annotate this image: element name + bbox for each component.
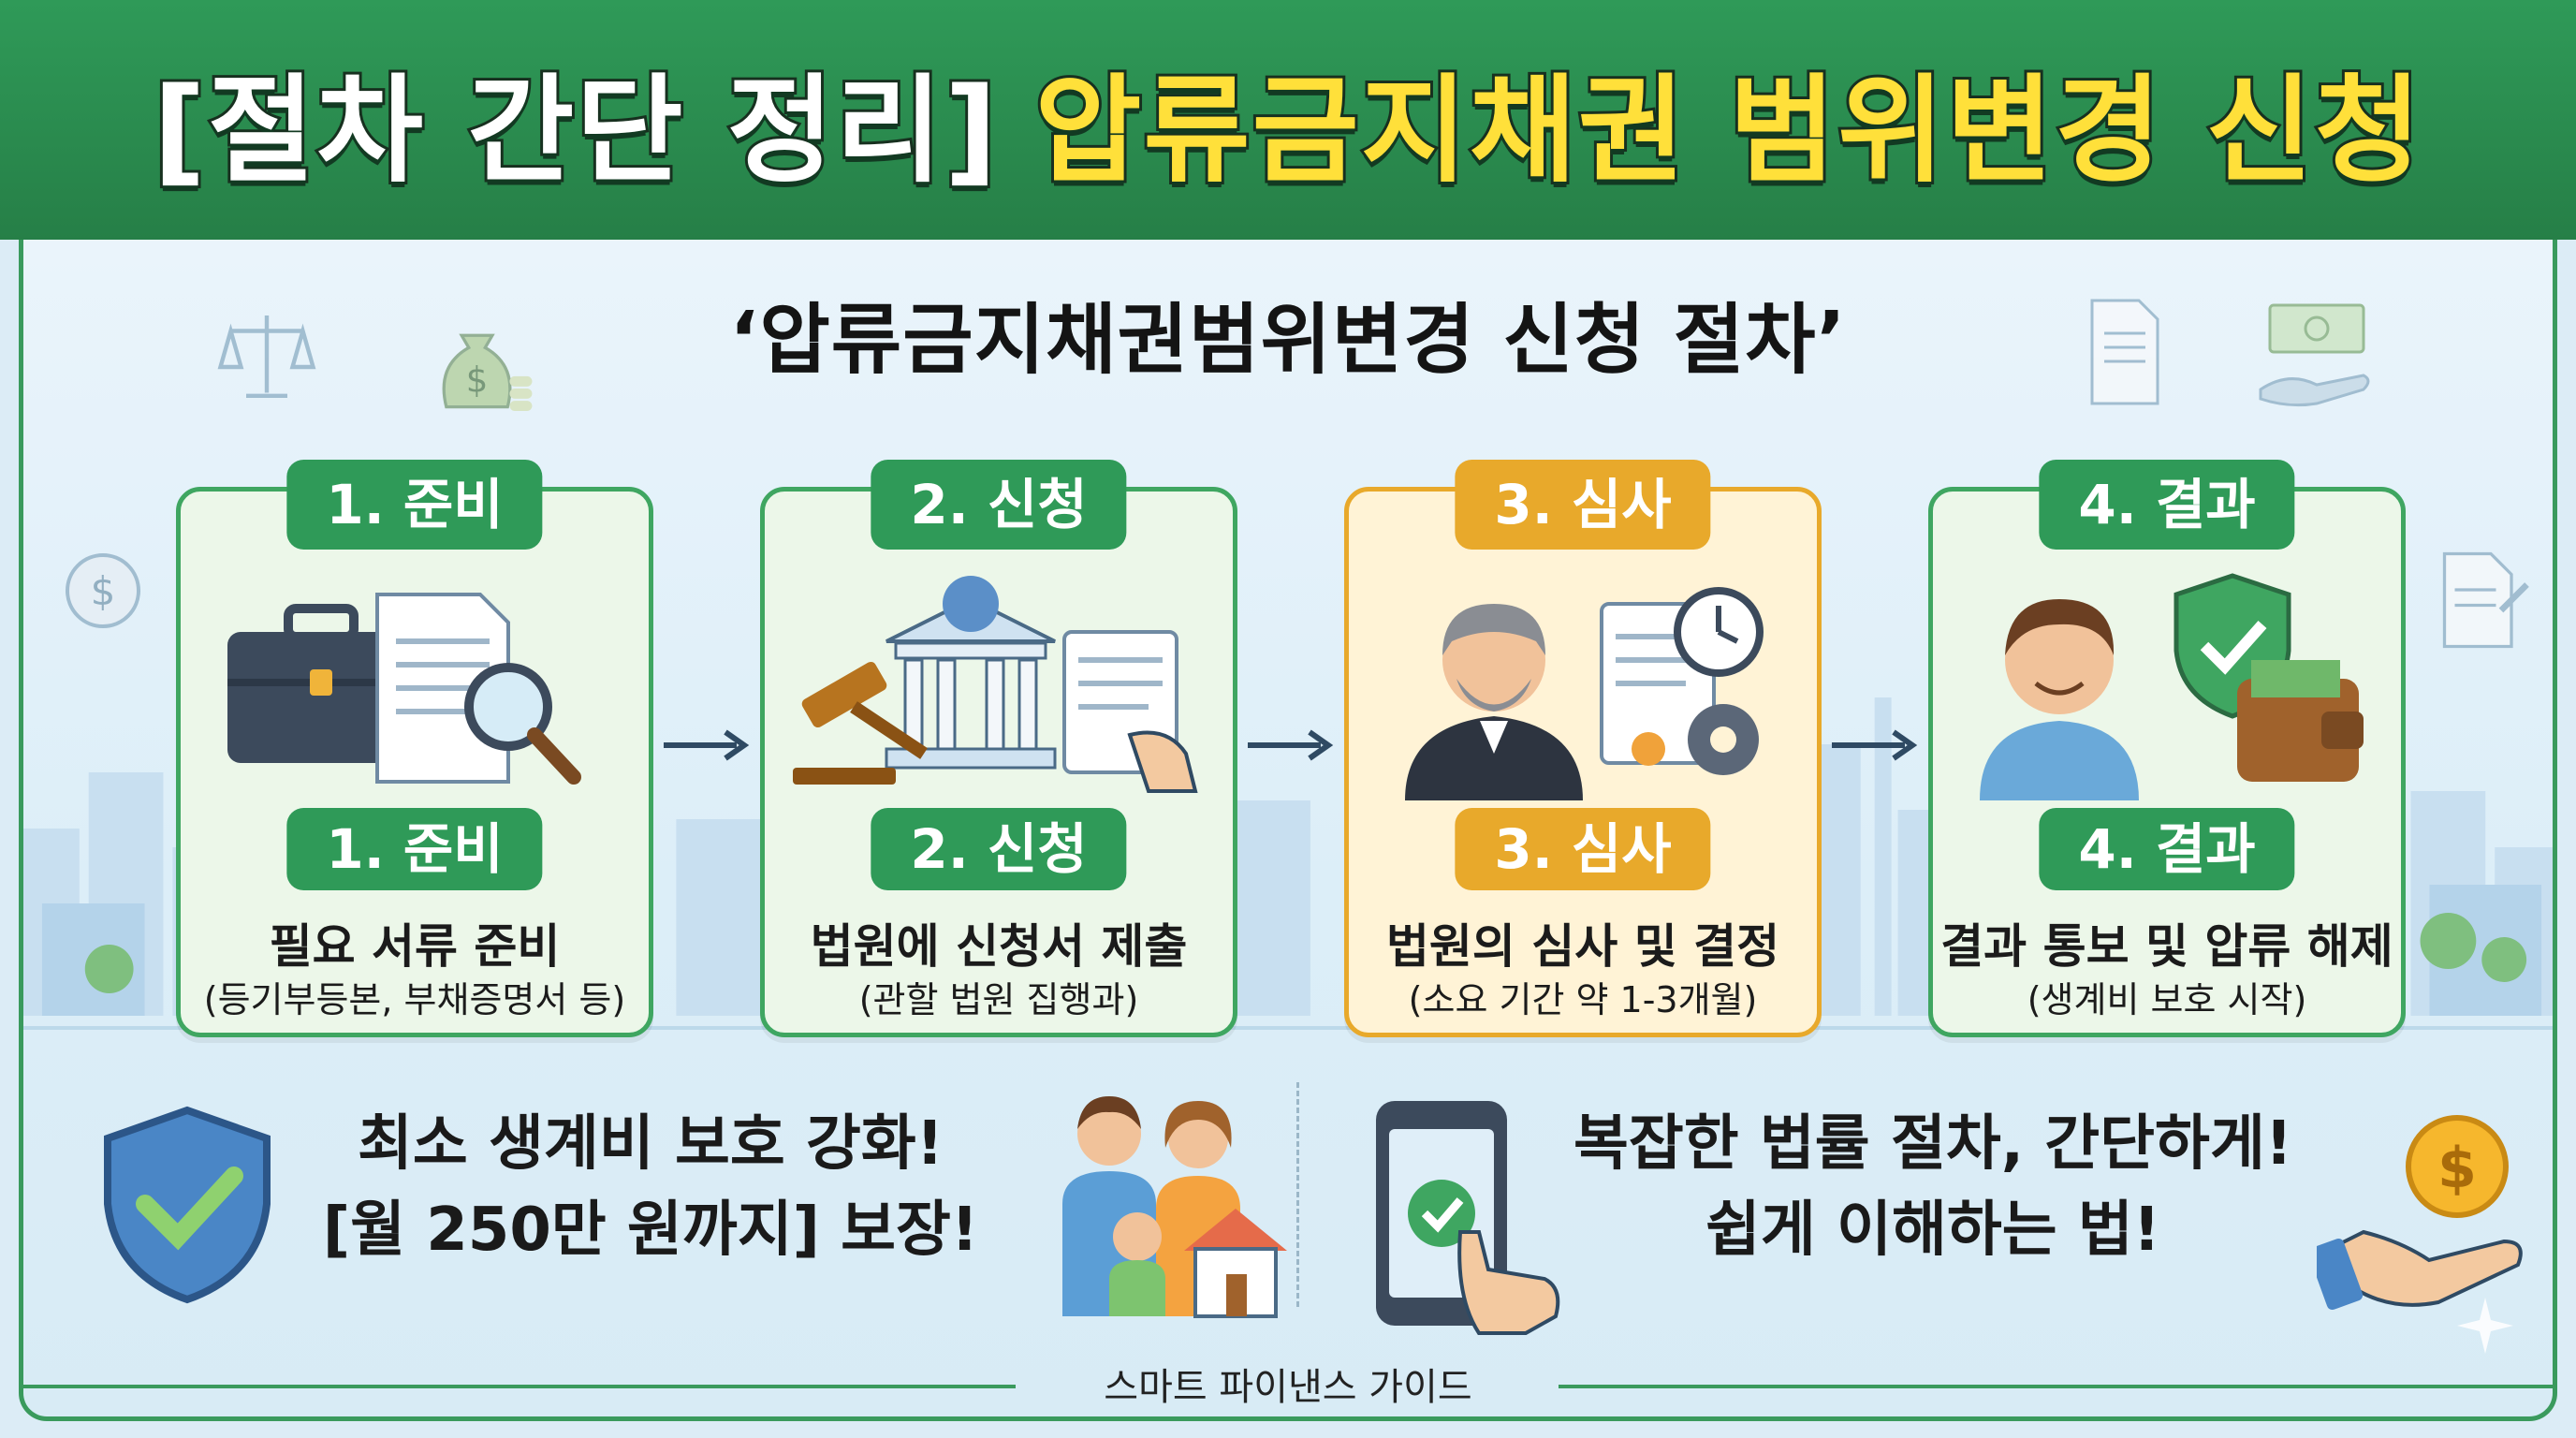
sparkle-icon xyxy=(2457,1298,2513,1354)
living-cost-protection-text: 최소 생계비 보호 강화! [월 250만 원까지] 보장! xyxy=(285,1101,1016,1273)
step-detail: (등기부등본, 부채증명서 등) xyxy=(203,979,626,1020)
svg-text:$: $ xyxy=(2437,1136,2477,1201)
step-card-review: 3. 심사 3. 심사 법원의 심사 및 결정 (소요 기간 약 1-3개월) xyxy=(1344,460,1822,1037)
judge-icon xyxy=(1405,587,1764,800)
step-card-prepare: 1. 준비 1. 준비 필요 서류 준비 (등기부등본, 부채증명서 등) xyxy=(176,460,653,1037)
cash-hand-icon xyxy=(2259,303,2370,407)
document-icon xyxy=(2090,299,2159,405)
content-frame: $ $ ‘압류금지채권범위변경 신청 절차’ 1. 준비 1. xyxy=(19,240,2557,1421)
person-icon xyxy=(1980,573,2364,800)
scale-icon xyxy=(217,315,316,398)
protection-line-2: [월 250만 원까지] 보장! xyxy=(322,1196,979,1265)
step-detail: (관할 법원 집행과) xyxy=(858,979,1139,1020)
step-tag-top: 1. 준비 xyxy=(286,460,543,550)
clock-icon xyxy=(1674,587,1764,677)
step-tag-top: 3. 심사 xyxy=(1455,460,1711,550)
protection-line-1: 최소 생계비 보호 강화! xyxy=(358,1109,944,1179)
header-title-bracket: [절차 간단 정리] xyxy=(150,61,1000,201)
shield-check-icon xyxy=(104,1106,271,1304)
process-subtitle: ‘압류금지채권범위변경 신청 절차’ xyxy=(729,296,1847,385)
svg-text:$: $ xyxy=(91,568,116,614)
step-title: 결과 통보 및 압류 해제 xyxy=(1940,919,2393,974)
gavel-icon xyxy=(793,661,928,785)
footer-line-left xyxy=(23,1385,1016,1388)
arrow-right-icon xyxy=(1832,729,1918,761)
easy-guide-line-2: 쉽게 이해하는 법! xyxy=(1705,1196,2160,1265)
house-icon xyxy=(1184,1209,1287,1318)
step-title: 법원에 신청서 제출 xyxy=(810,919,1188,974)
smartphone-icon xyxy=(1376,1101,1560,1335)
tap-hand-icon xyxy=(1457,1230,1560,1335)
city-skyline-background xyxy=(23,697,2553,1016)
gear-icon xyxy=(1632,704,1759,775)
step-card-result: 4. 결과 4. 결과 결과 통보 및 압류 해제 (생계비 보호 시작) xyxy=(1928,460,2406,1037)
section-divider xyxy=(1296,1082,1299,1307)
easy-guide-line-1: 복잡한 법률 절차, 간단하게! xyxy=(1573,1109,2293,1179)
step-tag-top: 2. 신청 xyxy=(871,460,1127,550)
step-tag-mid: 2. 신청 xyxy=(871,808,1127,890)
money-bag-icon: $ xyxy=(442,333,533,411)
step-title: 법원의 심사 및 결정 xyxy=(1385,919,1780,974)
wallet-icon xyxy=(2237,660,2364,782)
svg-text:$: $ xyxy=(466,360,489,400)
step-title: 필요 서류 준비 xyxy=(269,919,561,974)
step-card-apply: 2. 신청 2. 신청 법원에 신청서 제출 (관할 법원 집행과) xyxy=(760,460,1237,1037)
header-title-main: 압류금지채권 범위변경 신청 xyxy=(1032,61,2423,201)
step-detail: (생계비 보호 시작) xyxy=(2027,979,2307,1020)
dollar-coin-icon: $ xyxy=(66,553,140,628)
arrow-right-icon xyxy=(1248,729,1334,761)
briefcase-icon xyxy=(227,593,581,785)
step-detail: (소요 기간 약 1-3개월) xyxy=(1408,979,1758,1020)
document-icon xyxy=(2442,551,2529,649)
footer-line-right xyxy=(1559,1385,2553,1388)
footer-brand: 스마트 파이낸스 가이드 xyxy=(1104,1366,1472,1409)
step-tag-mid: 1. 준비 xyxy=(286,808,543,890)
ground-line xyxy=(23,1026,2553,1030)
easy-guide-text: 복잡한 법률 절차, 간단하게! 쉽게 이해하는 법! xyxy=(1502,1101,2364,1273)
courthouse-icon xyxy=(793,576,1198,793)
step-tag-top: 4. 결과 xyxy=(2039,460,2295,550)
arrow-right-icon xyxy=(664,729,750,761)
step-tag-mid: 3. 심사 xyxy=(1455,808,1711,890)
step-tag-mid: 4. 결과 xyxy=(2039,808,2295,890)
header-banner: [절차 간단 정리] 압류금지채권 범위변경 신청 xyxy=(0,0,2576,240)
coin-hand-icon: $ xyxy=(2317,1115,2523,1311)
family-icon xyxy=(1062,1096,1287,1318)
